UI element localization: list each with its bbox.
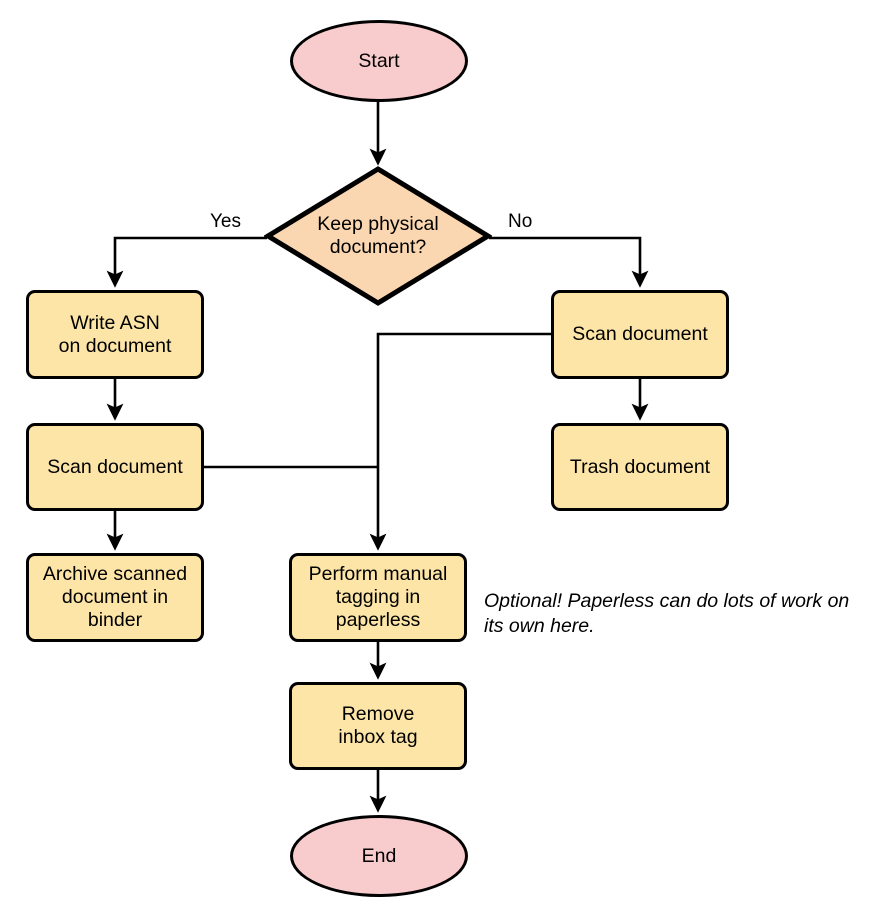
node-trash-document[interactable]: Trash document (551, 423, 729, 511)
edge-label-no: No (508, 211, 533, 232)
edge-decision-no-to-scan-right (489, 236, 649, 288)
diamond-shape (264, 166, 492, 306)
edge-decision-yes-to-write-asn (106, 236, 267, 288)
node-scan-document-right[interactable]: Scan document (551, 290, 729, 379)
node-trash-document-label: Trash document (569, 455, 711, 478)
node-manual-tagging-label: Perform manual tagging in paperless (308, 563, 448, 631)
node-perform-manual-tagging-in-paperless[interactable]: Perform manual tagging in paperless (289, 553, 467, 642)
node-scan-document-left-label: Scan document (47, 455, 183, 478)
node-remove-inbox-tag-label: Remove inbox tag (338, 703, 418, 748)
node-decision-keep-physical-document[interactable]: Keep physical document? (264, 165, 492, 307)
edge-label-yes: Yes (210, 211, 241, 232)
node-remove-inbox-tag[interactable]: Remove inbox tag (289, 682, 467, 770)
node-end[interactable]: End (290, 815, 468, 897)
node-archive-label: Archive scanned document in binder (42, 563, 188, 631)
edge-scan-right-to-manual-tagging (369, 332, 551, 551)
node-write-asn-on-document[interactable]: Write ASN on document (26, 290, 204, 379)
node-start[interactable]: Start (290, 20, 468, 102)
node-end-label: End (361, 844, 397, 867)
node-scan-document-left[interactable]: Scan document (26, 423, 204, 511)
node-scan-document-right-label: Scan document (572, 323, 708, 345)
annotation-optional-note: Optional! Paperless can do lots of work … (484, 590, 850, 637)
node-decision-label: Keep physical document? (317, 213, 439, 258)
node-start-label: Start (358, 49, 400, 72)
node-archive-scanned-document-in-binder[interactable]: Archive scanned document in binder (26, 553, 204, 642)
node-write-asn-label: Write ASN on document (58, 311, 172, 357)
